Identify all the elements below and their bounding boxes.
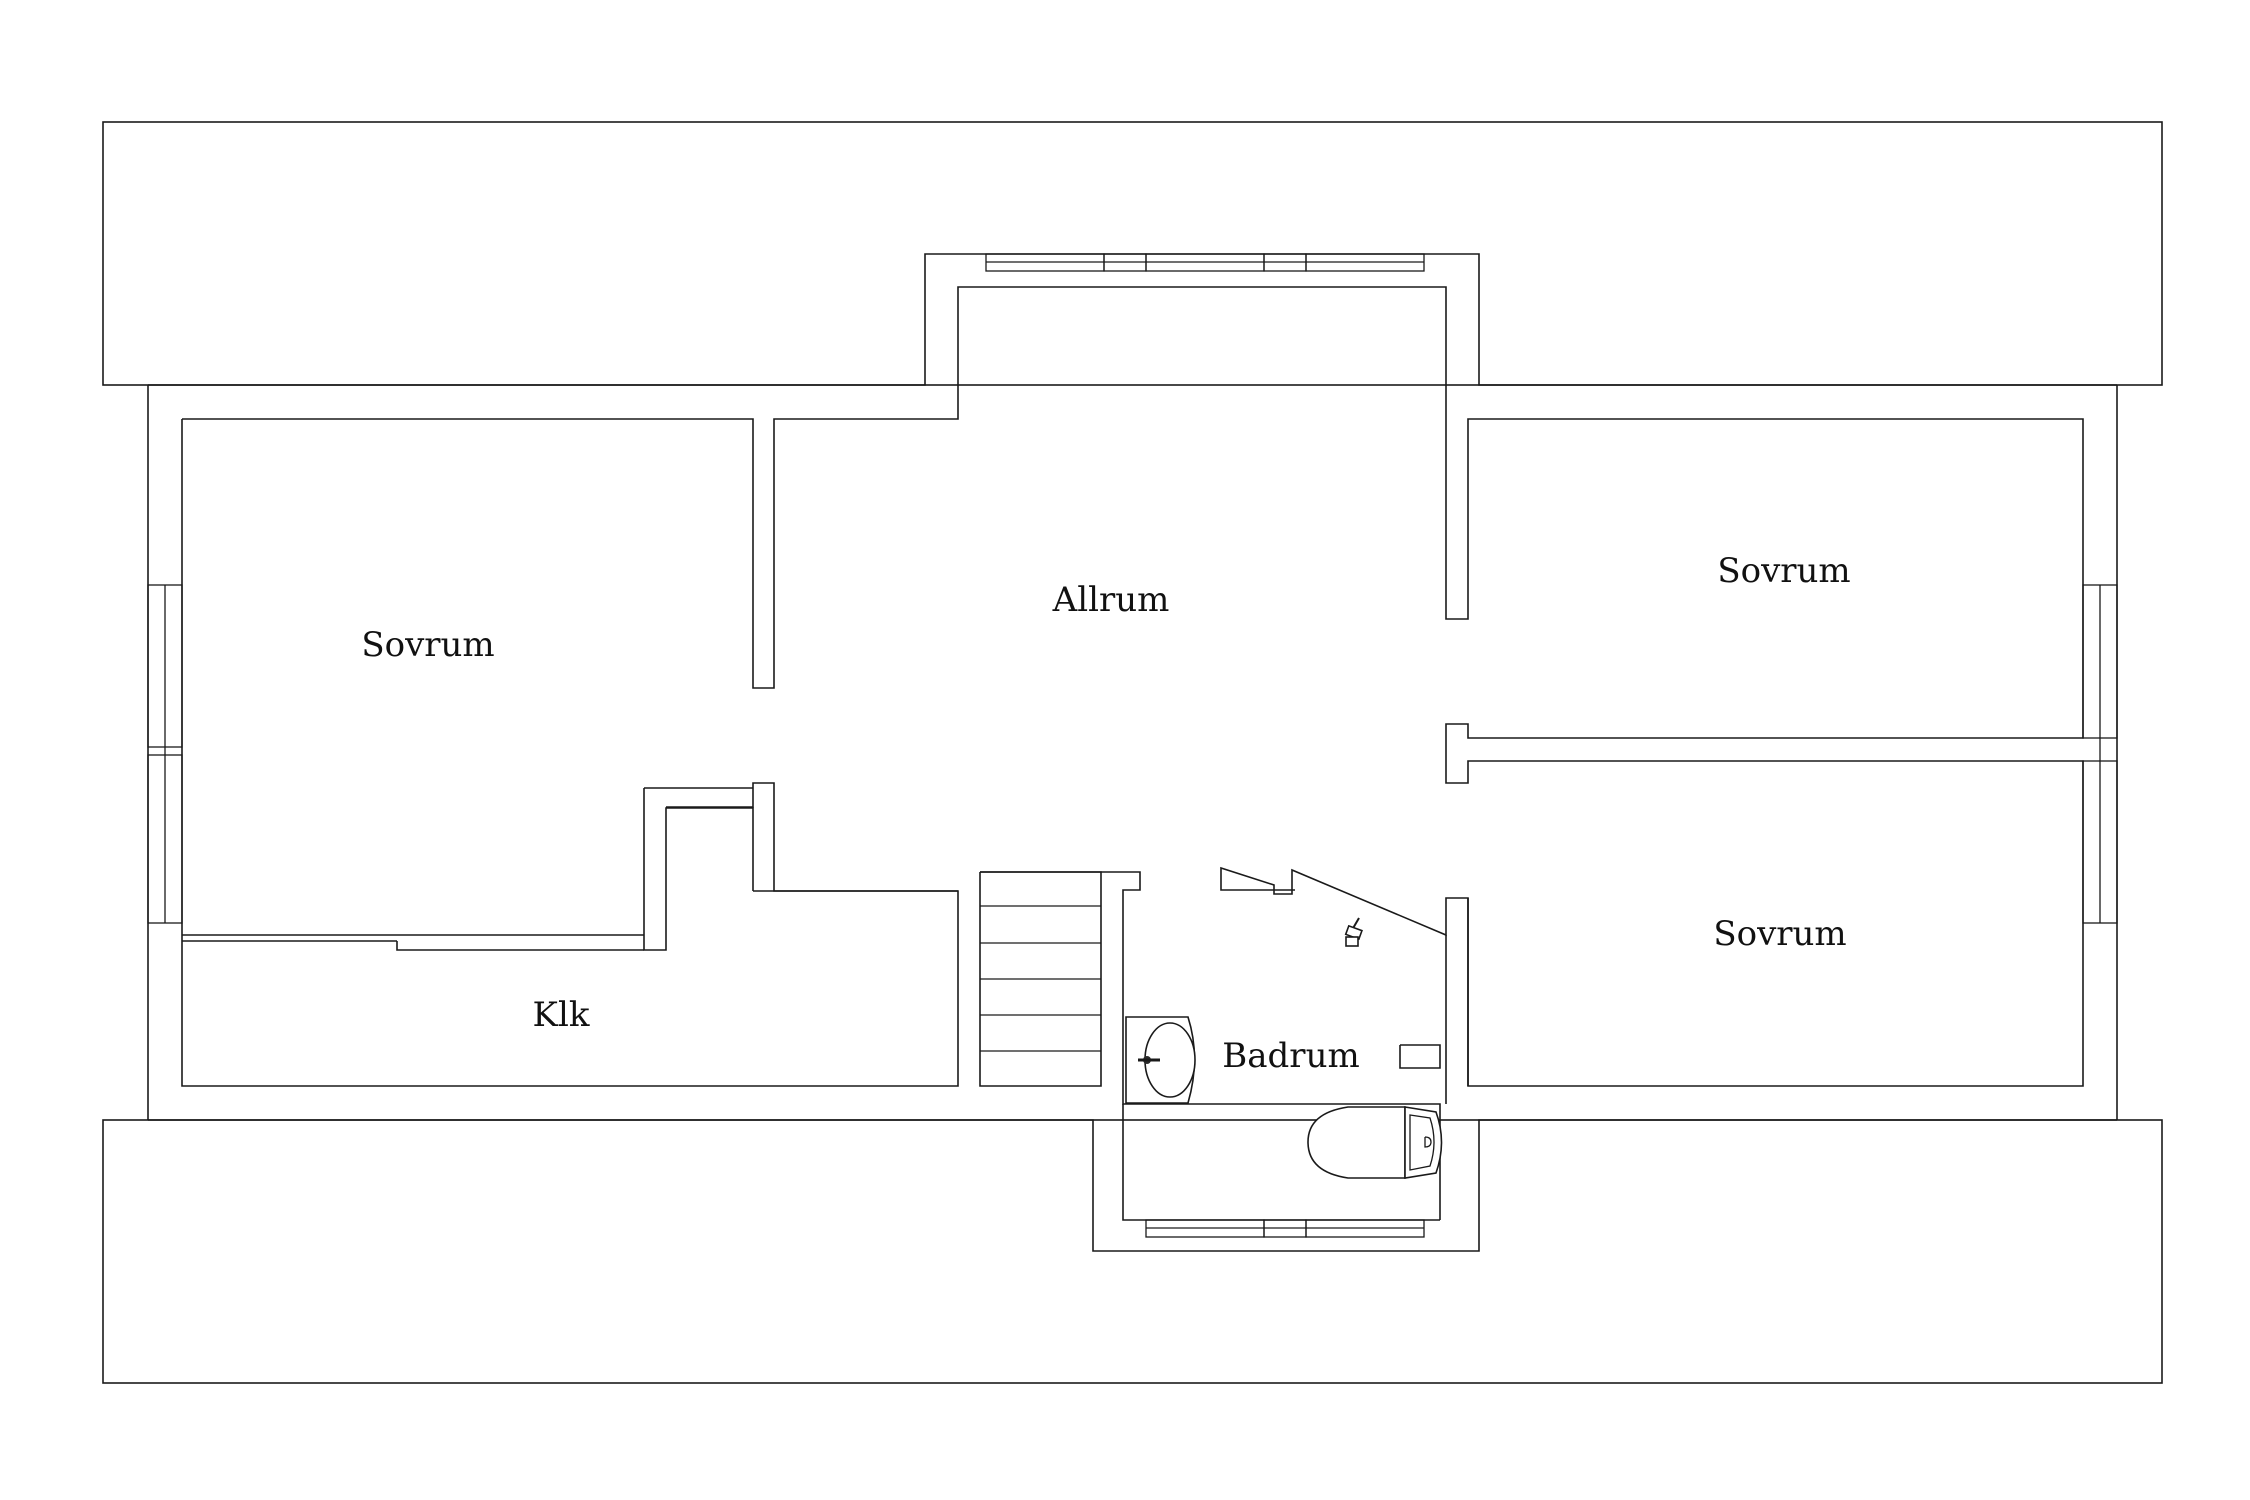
window-west <box>147 584 183 924</box>
window-north <box>985 253 1425 272</box>
room-label-sovrum-west: Sovrum <box>361 625 495 665</box>
shower-head-icon <box>1344 917 1363 947</box>
room-label-badrum: Badrum <box>1222 1036 1360 1076</box>
window-east <box>2082 584 2118 924</box>
inner-walls <box>181 286 2084 1221</box>
roof-north <box>102 121 2163 386</box>
room-label-sovrum-southeast: Sovrum <box>1713 914 1847 954</box>
room-label-allrum: Allrum <box>1052 580 1170 620</box>
toilet-icon <box>1307 1106 1443 1179</box>
room-label-klk: Klk <box>532 995 590 1035</box>
window-south <box>1145 1219 1425 1238</box>
washbasin-icon <box>1125 1016 1196 1104</box>
roof-south <box>102 1119 2163 1384</box>
stairs <box>980 905 1101 1052</box>
room-label-sovrum-northeast: Sovrum <box>1717 551 1851 591</box>
